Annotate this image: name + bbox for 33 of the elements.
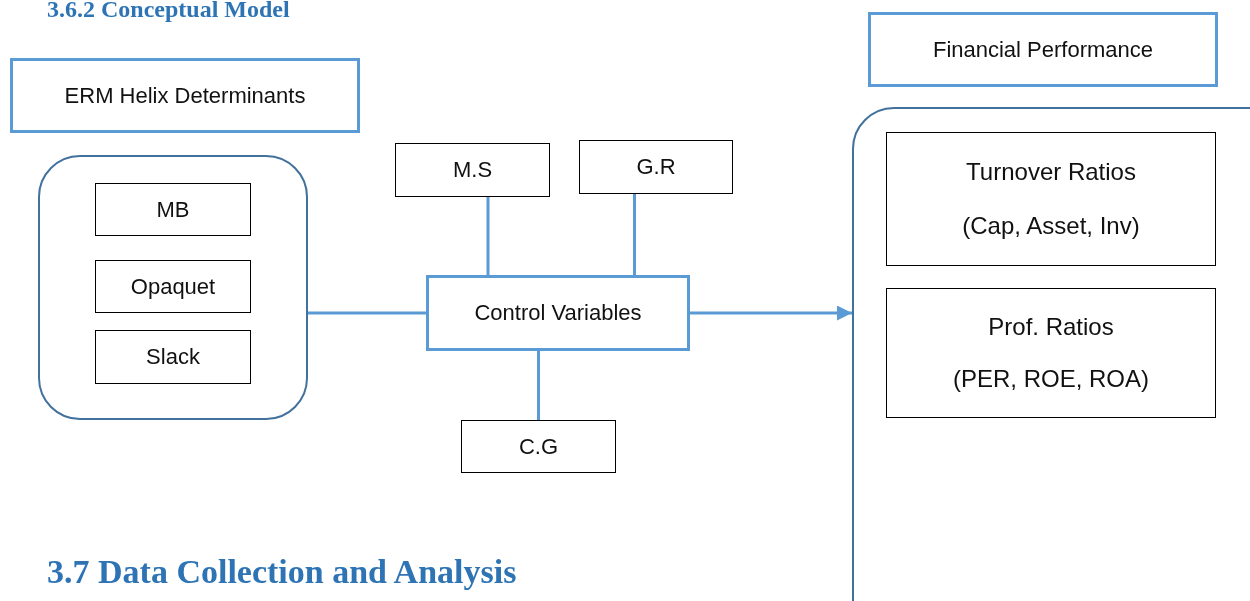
- heading-box: [868, 12, 1218, 87]
- heading-text: Financial Performance: [932, 36, 1154, 63]
- connector-line: [308, 311, 426, 315]
- heading-text: Control Variables: [474, 300, 642, 326]
- variable-box: [95, 260, 251, 313]
- variable-label: M.S: [452, 157, 493, 183]
- connector-line: [633, 194, 636, 275]
- heading-box: [10, 58, 360, 133]
- arrow: [690, 305, 852, 321]
- section-heading: 3.6.2 Conceptual Model: [47, 0, 290, 23]
- section-heading: 3.7 Data Collection and Analysis: [47, 553, 517, 591]
- heading-box: [426, 275, 690, 351]
- variable-label: (PER, ROE, ROA): [953, 365, 1149, 393]
- connector-line: [486, 197, 490, 275]
- variable-label: Turnover Ratios: [966, 158, 1136, 187]
- ratio-box: [886, 288, 1216, 418]
- heading-text: ERM Helix Determinants: [64, 82, 306, 109]
- variable-box: [461, 420, 616, 473]
- variable-label: (Cap, Asset, Inv): [962, 211, 1140, 240]
- connector-line: [537, 351, 540, 420]
- variable-box: [95, 330, 251, 384]
- variable-label: Opaquet: [130, 273, 216, 300]
- variable-label: Slack: [146, 344, 200, 370]
- variable-label: C.G: [518, 433, 559, 460]
- variable-box: [579, 140, 733, 194]
- variable-box: [395, 143, 550, 197]
- variable-box: [95, 183, 251, 236]
- ratio-box: [886, 132, 1216, 266]
- group-container: [852, 107, 1250, 601]
- variable-label: G.R: [636, 154, 676, 180]
- group-container: [38, 155, 308, 420]
- variable-label: MB: [156, 196, 190, 223]
- variable-label: Prof. Ratios: [988, 313, 1114, 341]
